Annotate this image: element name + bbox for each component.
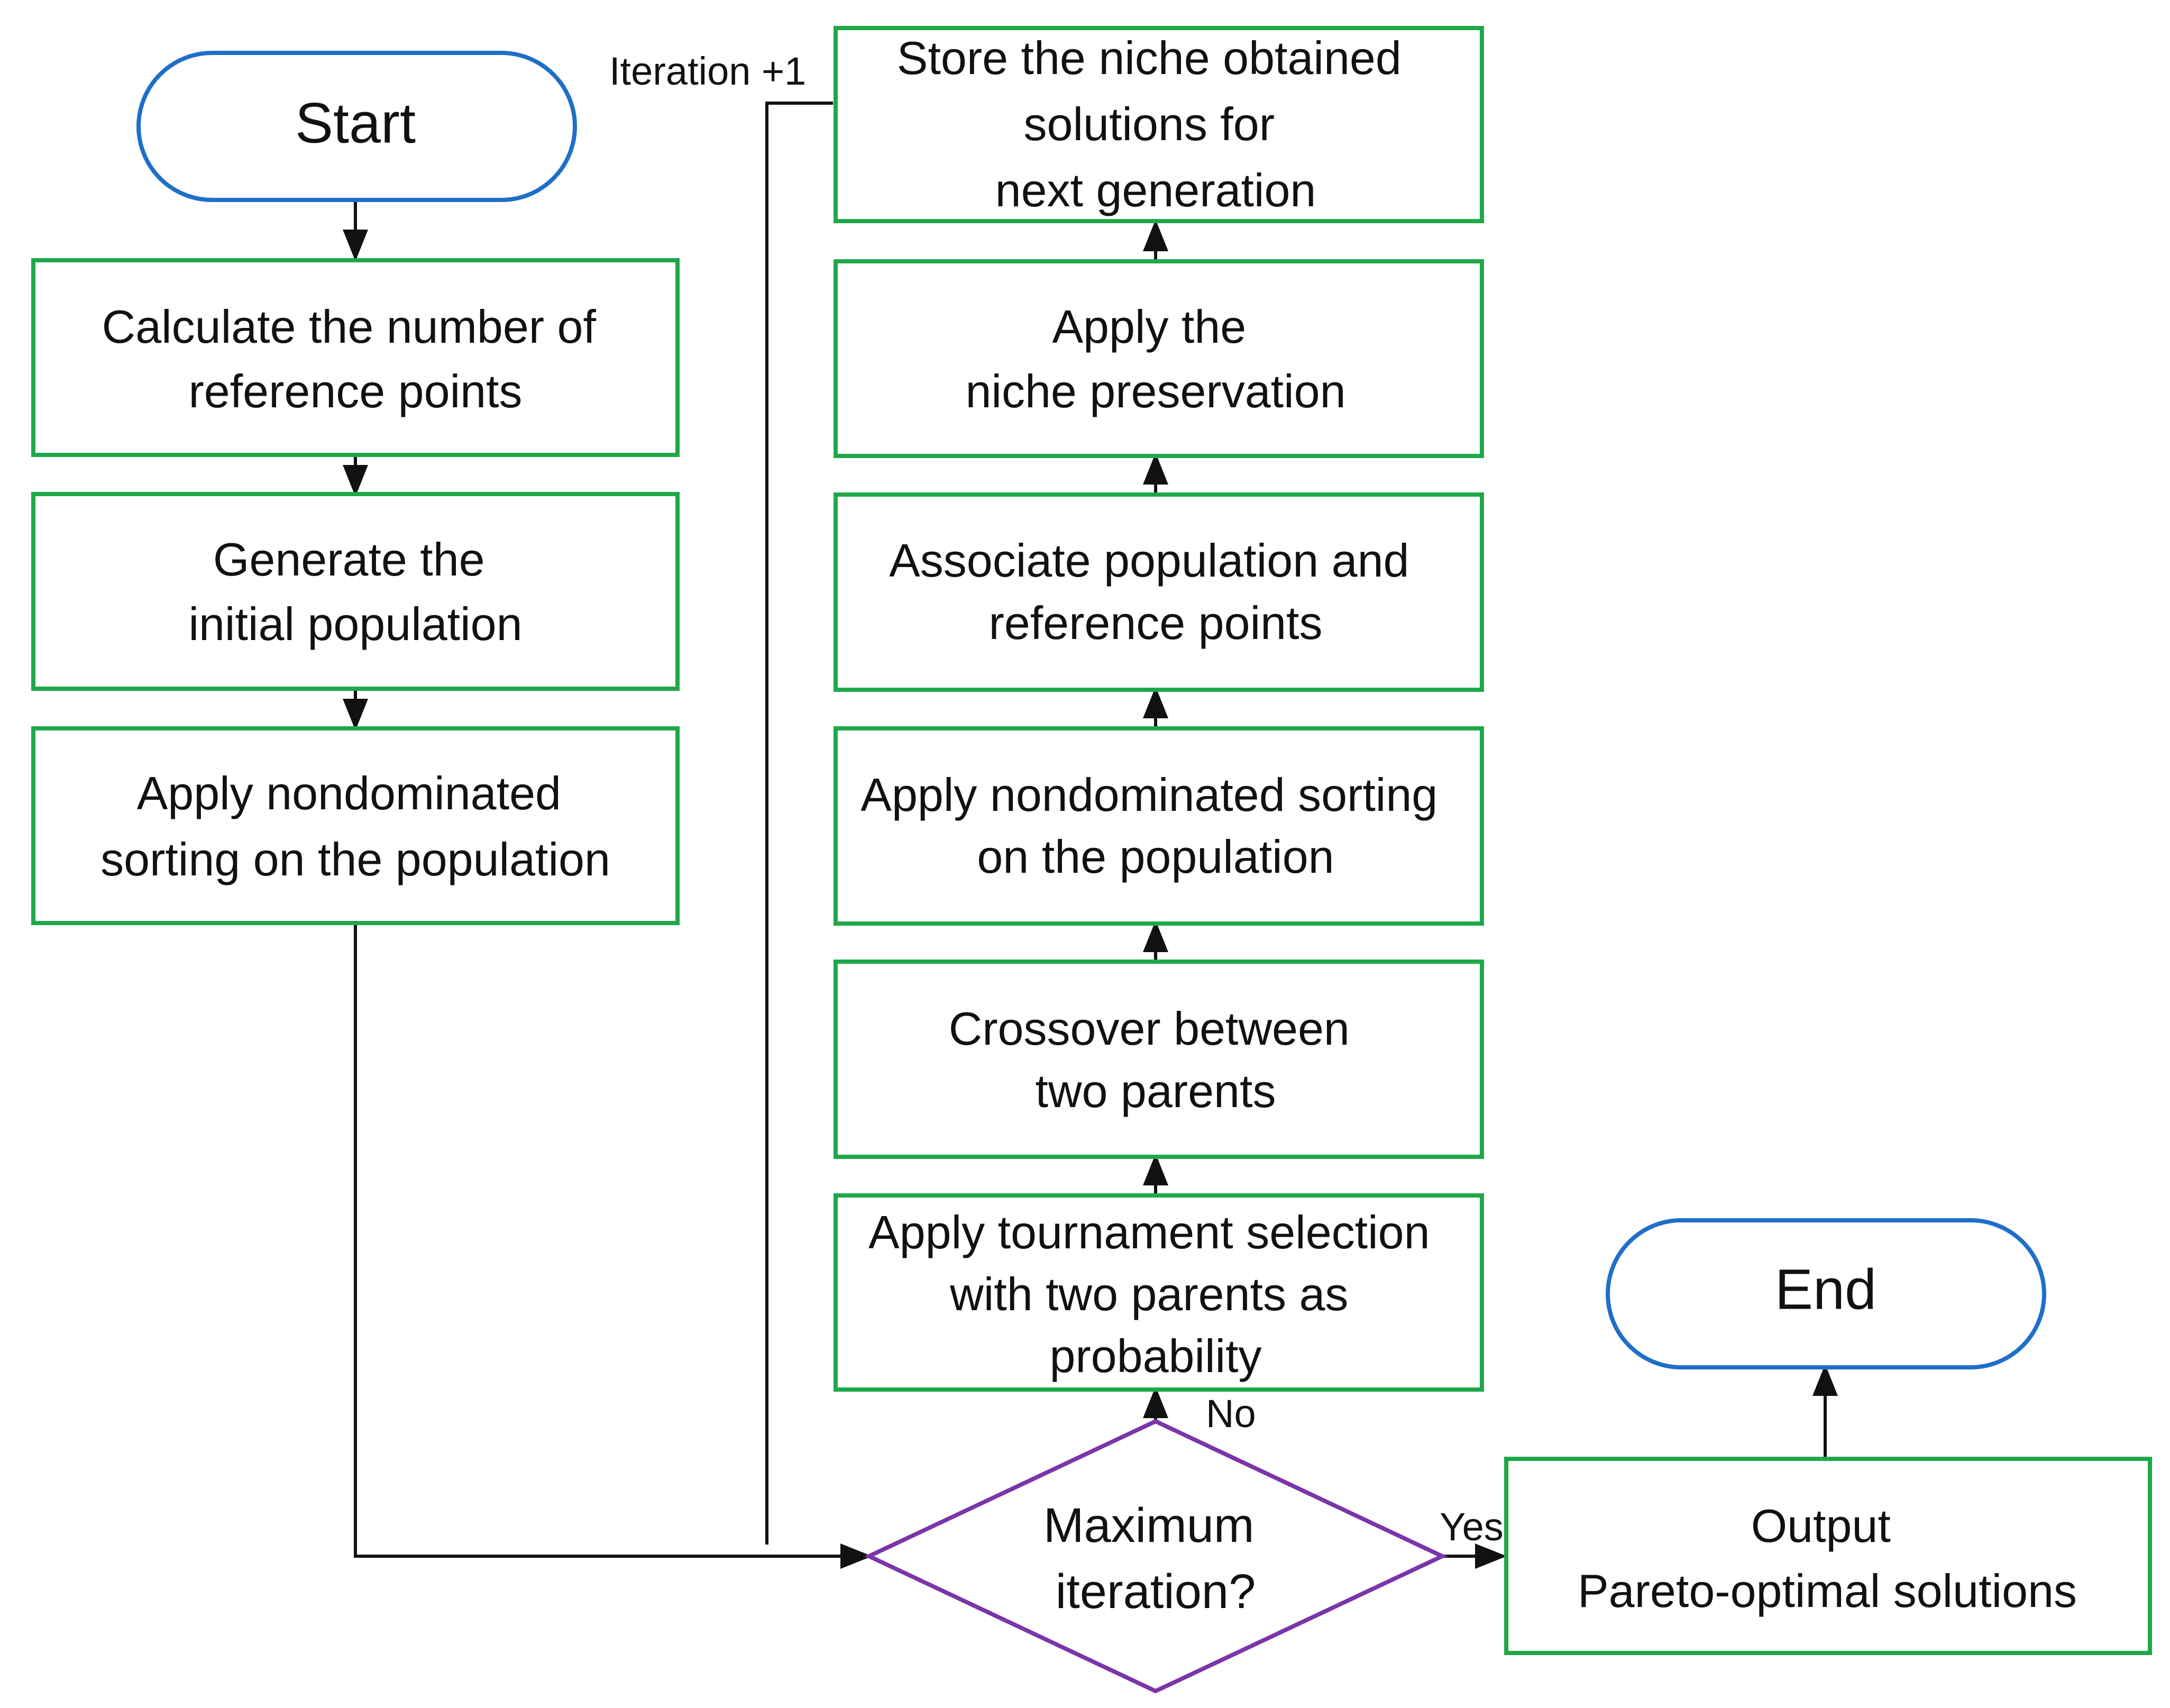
no-label: No [1206, 1392, 1256, 1436]
step-niche-line-2: niche preservation [965, 365, 1345, 417]
decision-maximum-iteration: Maximum iteration? [864, 1419, 1448, 1694]
step-generate-initial-population: Generate the initial population [31, 492, 680, 691]
svg-text:Store the niche obtained: Store the niche obtained solutions for n… [897, 32, 1415, 216]
svg-text:Output Pareto-optimal so: Output Pareto-optimal solutions [1578, 1500, 2077, 1617]
svg-text:Apply the niche preserva: Apply the niche preservation [965, 300, 1345, 417]
output-line-1: Output [1751, 1500, 1891, 1552]
step-tournament-line-1: Apply tournament selection [868, 1206, 1430, 1258]
step-sorting-left-line-1: Apply nondominated [137, 767, 561, 819]
step-generate-line-2: initial population [188, 598, 522, 650]
step-store-line-2: solutions for [1024, 98, 1275, 150]
step-crossover-line-1: Crossover between [949, 1002, 1350, 1055]
decision-line-1: Maximum [1043, 1499, 1255, 1552]
step-sorting-right-line-1: Apply nondominated sorting [860, 769, 1437, 821]
step-crossover: Crossover between two parents [834, 960, 1484, 1159]
step-calculate-line-2: reference points [188, 365, 522, 417]
loop-iteration-label: Iteration +1 [609, 49, 806, 93]
svg-text:Associate population and: Associate population and reference point… [889, 534, 1422, 649]
end-label: End [1775, 1257, 1876, 1321]
step-calculate-line-1: Calculate the number of [102, 300, 597, 353]
svg-text:Calculate the number of: Calculate the number of reference points [102, 300, 609, 417]
svg-text:Maximum iteration?: Maximum iteration? [1043, 1499, 1268, 1619]
arrow-sort-to-decision [354, 923, 872, 1569]
step-store-line-1: Store the niche obtained [897, 32, 1402, 84]
loop-line-iteration [765, 102, 833, 1545]
svg-text:Generate the initial pop: Generate the initial population [188, 533, 522, 650]
decision-line-2: iteration? [1056, 1565, 1256, 1619]
step-nondominated-sorting-left: Apply nondominated sorting on the popula… [31, 726, 680, 925]
svg-text:Apply nondominated sorti: Apply nondominated sorting on the popula… [100, 767, 610, 885]
step-tournament-line-2: with two parents as [949, 1268, 1348, 1320]
step-tournament-line-3: probability [1049, 1330, 1261, 1382]
step-crossover-line-2: two parents [1036, 1065, 1276, 1117]
step-niche-line-1: Apply the [1052, 300, 1246, 353]
step-associate-population: Associate population and reference point… [834, 492, 1484, 692]
start-label: Start [295, 91, 416, 155]
step-calculate-reference-points: Calculate the number of reference points [31, 258, 680, 457]
yes-label: Yes [1440, 1505, 1504, 1549]
step-store-niche-solutions: Store the niche obtained solutions for n… [834, 26, 1484, 223]
svg-text:Apply nondominated sorting: Apply nondominated sorting on the popula… [860, 769, 1450, 883]
step-sorting-left-line-2: sorting on the population [100, 833, 610, 885]
step-store-line-3: next generation [995, 164, 1316, 216]
step-nondominated-sorting-right: Apply nondominated sorting on the popula… [834, 726, 1484, 926]
step-associate-line-2: reference points [988, 597, 1322, 649]
step-associate-line-1: Associate population and [889, 534, 1409, 587]
connectors [343, 102, 1838, 1569]
start-terminal: Start [136, 51, 577, 202]
step-tournament-selection: Apply tournament selection with two pare… [834, 1193, 1484, 1392]
step-output-pareto: Output Pareto-optimal solutions [1504, 1457, 2152, 1655]
end-terminal: End [1606, 1218, 2046, 1369]
step-generate-line-1: Generate the [213, 533, 485, 586]
svg-text:Crossover between two pa: Crossover between two parents [949, 1002, 1363, 1117]
output-line-2: Pareto-optimal solutions [1578, 1565, 2077, 1617]
step-niche-preservation: Apply the niche preservation [834, 259, 1484, 458]
svg-text:Apply tournament selection: Apply tournament selection with two pare… [868, 1206, 1443, 1382]
step-sorting-right-line-2: on the population [977, 830, 1334, 883]
